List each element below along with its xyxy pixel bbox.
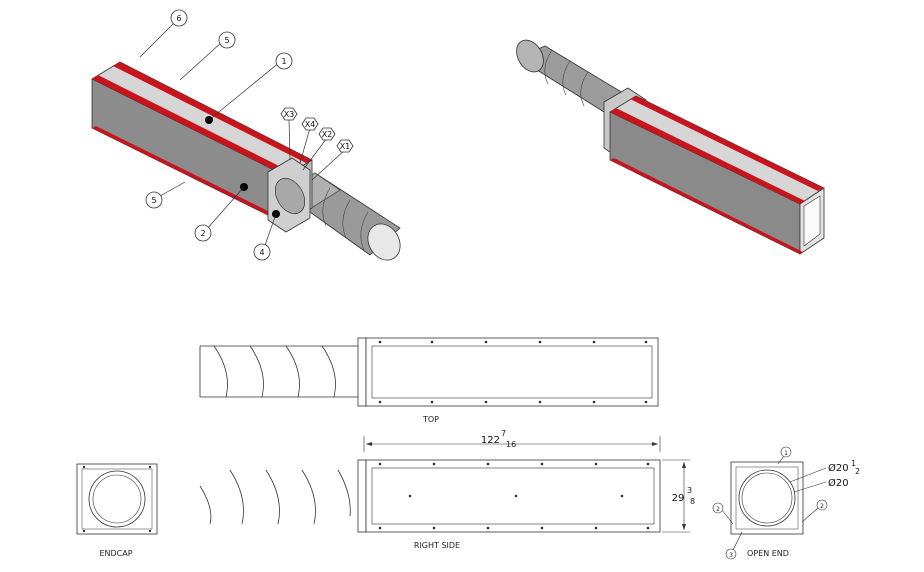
hex-tag-x1-text: X1 [340, 142, 351, 151]
length-dimension: 122 7 16 [363, 429, 661, 452]
balloon-4: 4 [253, 243, 271, 261]
balloon-2: 2 [194, 224, 212, 242]
hex-tag-x4: X4 [301, 117, 319, 131]
hex-tag-x2: X2 [318, 127, 336, 141]
diameter-outer-numerator: 1 [851, 459, 856, 468]
open-end-balloon-3: 3 [725, 548, 737, 560]
top-view-label: TOP [422, 415, 439, 424]
endcap-view: ENDCAP [76, 463, 158, 558]
hex-tag-x3: X3 [280, 107, 298, 121]
height-dimension: 29 3 8 [662, 459, 695, 533]
balloon-2-text: 2 [200, 229, 205, 238]
height-denominator: 8 [690, 497, 695, 506]
height-whole: 29 [672, 493, 685, 504]
right-side-view: 122 7 16 29 [199, 429, 695, 550]
balloon-5-bottom-text: 5 [151, 196, 156, 205]
diameter-inner: Ø20 [828, 477, 849, 489]
balloon-1-text: 1 [281, 57, 286, 66]
balloon-5-top-text: 5 [224, 36, 229, 45]
length-whole: 122 [481, 435, 500, 446]
balloon-1: 1 [275, 52, 293, 70]
length-denominator: 16 [506, 440, 516, 449]
hex-tag-x2-text: X2 [322, 130, 333, 139]
diameter-outer-callout: Ø20 1 2 [828, 459, 860, 476]
iso-view-front: 6 5 1 5 2 4 X3 X4 [91, 9, 401, 261]
open-end-balloon-1: 1 [780, 446, 792, 458]
endcap-view-label: ENDCAP [99, 549, 132, 558]
hex-tag-x3-text: X3 [284, 110, 295, 119]
diameter-outer-denominator: 2 [855, 467, 860, 476]
top-view: TOP [199, 337, 659, 424]
length-numerator: 7 [501, 429, 506, 438]
open-end-view-label: OPEN END [747, 549, 789, 558]
open-end-balloon-2-right-text: 2 [820, 503, 824, 510]
open-end-balloon-2-left: 2 [712, 502, 724, 514]
open-end-view: Ø20 1 2 Ø20 1 2 2 3 OPEN END [712, 446, 860, 560]
balloon-5-bottom: 5 [145, 191, 163, 209]
balloon-6-text: 6 [176, 14, 181, 23]
open-end-balloon-2-left-text: 2 [716, 506, 720, 513]
diameter-outer: Ø20 [828, 462, 849, 474]
hex-tag-x4-text: X4 [305, 120, 316, 129]
right-side-view-label: RIGHT SIDE [414, 541, 460, 550]
hex-tag-x1: X1 [336, 139, 354, 153]
balloon-6: 6 [170, 9, 188, 27]
iso-view-rear [516, 39, 825, 255]
balloon-4-text: 4 [259, 248, 264, 257]
open-end-balloon-1-text: 1 [784, 450, 788, 457]
open-end-balloon-3-text: 3 [729, 552, 733, 559]
balloon-5-top: 5 [218, 31, 236, 49]
open-end-balloon-2-right: 2 [816, 499, 828, 511]
height-numerator: 3 [687, 486, 692, 495]
